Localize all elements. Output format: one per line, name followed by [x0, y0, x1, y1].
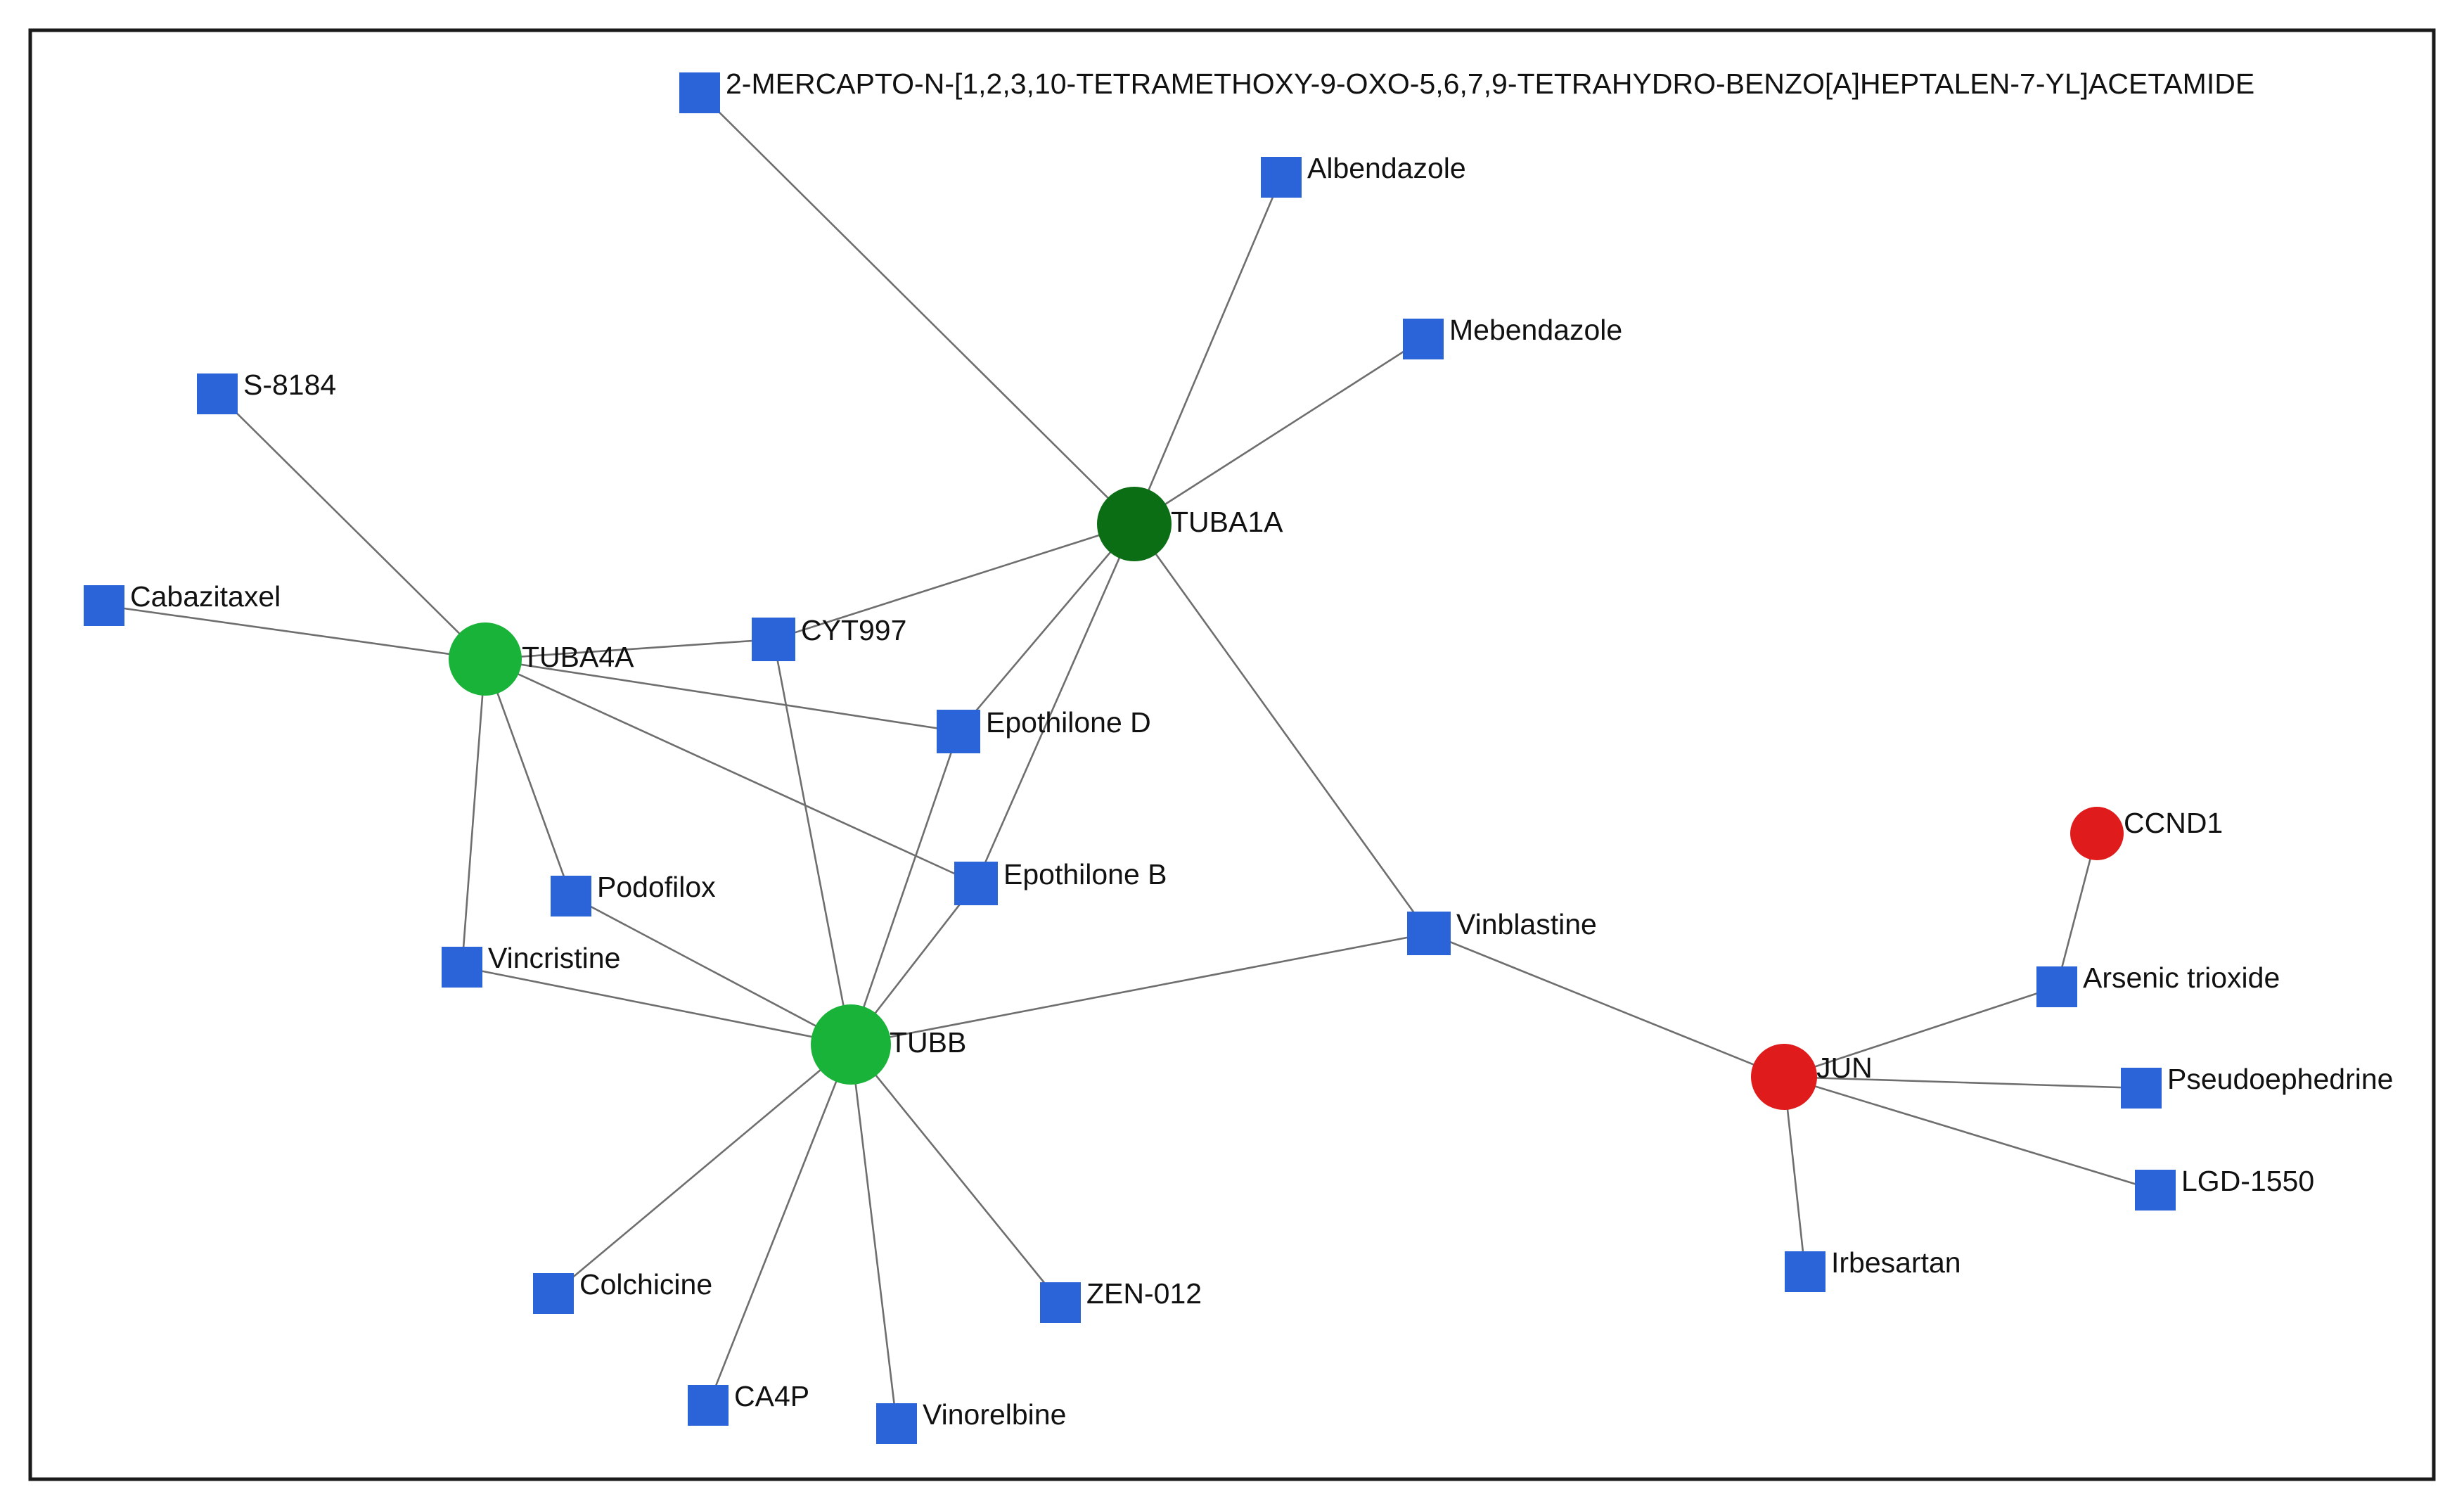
gene-node-jun: [1751, 1044, 1817, 1110]
drug-node-irbesartan: [1785, 1251, 1825, 1292]
edge-podofilox-tuba4a: [484, 658, 572, 897]
edges-layer: [103, 92, 2156, 1424]
node-label-jun: JUN: [1816, 1052, 1873, 1084]
edge-epothiloneb-tuba1a: [975, 523, 1136, 884]
edge-vincristine-tubb: [461, 966, 852, 1046]
drug-node-cabazitaxel: [84, 585, 124, 626]
node-label-vinblastine: Vinblastine: [1456, 908, 1597, 940]
drug-node-epothiloneb: [954, 862, 998, 905]
edge-cyt997-tubb: [772, 639, 852, 1045]
drug-node-vinorelbine: [876, 1403, 917, 1444]
node-label-irbesartan: Irbesartan: [1831, 1246, 1961, 1279]
node-label-tuba1a: TUBA1A: [1171, 506, 1283, 538]
edge-epothiloned-tubb: [849, 731, 960, 1045]
drug-node-s8184: [197, 373, 238, 414]
drug-node-mebendazole: [1403, 319, 1444, 359]
edge-vincristine-tuba4a: [461, 658, 487, 968]
node-label-mercapto: 2-MERCAPTO-N-[1,2,3,10-TETRAMETHOXY-9-OX…: [726, 68, 2254, 100]
edge-epothiloned-tuba4a: [485, 658, 959, 733]
diagram-frame: [28, 28, 2436, 1481]
edge-vinblastine-jun: [1428, 932, 1785, 1078]
node-label-epothiloned: Epothilone D: [986, 706, 1151, 739]
drug-node-lgd1550: [2135, 1170, 2176, 1211]
drug-node-podofilox: [551, 876, 591, 916]
edge-pseudoephedrine-jun: [1783, 1075, 2142, 1090]
gene-node-ccnd1: [2070, 807, 2124, 860]
labels-layer: TUBA1A TUBA4A TUBB JUN CCND1 2-MERCAPTO-N-[1,…: [130, 68, 2393, 1431]
edge-cyt997-tuba4a: [485, 638, 774, 660]
drug-node-arsenictrioxide: [2036, 966, 2077, 1007]
edge-s8184-tuba4a: [217, 393, 486, 660]
drug-node-zen012: [1040, 1282, 1081, 1323]
edge-epothiloneb-tuba4a: [485, 658, 977, 885]
drug-node-mercapto: [679, 72, 720, 113]
node-label-tubb: TUBB: [890, 1026, 966, 1059]
drug-node-pseudoephedrine: [2121, 1068, 2162, 1109]
edge-cabazitaxel-tuba4a: [103, 604, 486, 660]
edge-epothiloned-tuba1a: [958, 523, 1135, 732]
drug-node-colchicine: [533, 1273, 574, 1314]
edge-colchicine-tubb: [553, 1044, 852, 1294]
edge-mercapto-tuba1a: [699, 92, 1135, 525]
drug-node-epothiloned: [937, 710, 980, 753]
node-label-albendazole: Albendazole: [1307, 152, 1466, 184]
node-label-vinorelbine: Vinorelbine: [923, 1398, 1066, 1431]
edge-vinorelbine-tubb: [849, 1044, 898, 1424]
node-label-arsenictrioxide: Arsenic trioxide: [2083, 962, 2280, 994]
node-label-colchicine: Colchicine: [579, 1268, 712, 1301]
node-label-ccnd1: CCND1: [2124, 807, 2223, 839]
node-label-tuba4a: TUBA4A: [522, 641, 634, 673]
edge-podofilox-tubb: [570, 895, 852, 1046]
edge-cyt997-tuba1a: [773, 523, 1135, 641]
node-label-cabazitaxel: Cabazitaxel: [130, 580, 281, 613]
edge-ca4p-tubb: [707, 1044, 852, 1406]
edge-zen012-tubb: [849, 1044, 1062, 1303]
drug-node-cyt997: [752, 618, 795, 661]
node-label-zen012: ZEN-012: [1086, 1277, 1202, 1310]
gene-node-tuba1a: [1097, 487, 1172, 561]
drug-node-ca4p: [688, 1385, 729, 1426]
gene-node-tubb: [811, 1004, 891, 1085]
node-label-ca4p: CA4P: [734, 1380, 809, 1412]
edge-arsenictrioxide-jun: [1783, 985, 2058, 1078]
node-label-epothiloneb: Epothilone B: [1003, 858, 1167, 890]
node-label-s8184: S-8184: [243, 369, 336, 401]
edge-vinblastine-tuba1a: [1133, 523, 1430, 934]
node-label-cyt997: CYT997: [801, 614, 906, 646]
drug-node-albendazole: [1261, 157, 1302, 198]
node-label-mebendazole: Mebendazole: [1449, 314, 1622, 346]
drug-node-vinblastine: [1407, 912, 1451, 955]
gene-node-tuba4a: [449, 622, 522, 696]
node-label-pseudoephedrine: Pseudoephedrine: [2167, 1063, 2393, 1095]
node-label-podofilox: Podofilox: [597, 871, 716, 903]
node-label-vincristine: Vincristine: [488, 942, 620, 974]
edge-mebendazole-tuba1a: [1134, 338, 1424, 525]
edge-lgd1550-jun: [1783, 1075, 2156, 1192]
edge-vinblastine-tubb: [850, 932, 1430, 1046]
drug-node-vincristine: [442, 947, 482, 988]
node-label-lgd1550: LGD-1550: [2181, 1165, 2314, 1197]
edge-albendazole-tuba1a: [1133, 177, 1283, 525]
nodes-layer: [84, 72, 2176, 1444]
